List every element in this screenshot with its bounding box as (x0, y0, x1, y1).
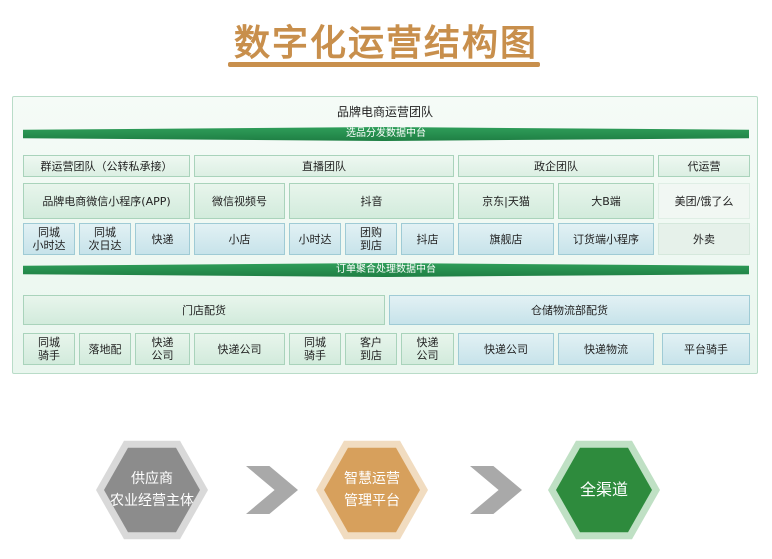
hex-platform-line1: 智慧运营 (344, 471, 400, 487)
fulfill-warehouse: 仓储物流部配货 (389, 295, 750, 325)
platform-wechat-channels: 微信视频号 (194, 183, 285, 219)
hex-supplier: 供应商 农业经营主体 (96, 440, 208, 540)
channel-takeout: 外卖 (658, 223, 750, 255)
team-live: 直播团队 (194, 155, 454, 177)
channel-douyin-store: 抖店 (401, 223, 454, 255)
team-group-ops: 群运营团队（公转私承接） (23, 155, 190, 177)
channel-flagship: 旗舰店 (458, 223, 554, 255)
chevron-right-icon (246, 466, 298, 514)
structure-panel: 品牌电商运营团队 选品分发数据中台 群运营团队（公转私承接） 直播团队 政企团队… (12, 96, 758, 374)
platform-wechat-miniapp: 品牌电商微信小程序(APP) (23, 183, 190, 219)
channel-express: 快递 (135, 223, 190, 255)
fulfill-express-logistics: 快递物流 (558, 333, 654, 365)
hex-platform-line2: 管理平台 (344, 493, 400, 509)
fulfill-express-company: 快递公司 (194, 333, 285, 365)
hex-platform: 智慧运营 管理平台 (316, 440, 428, 540)
channel-order-miniapp: 订货端小程序 (558, 223, 654, 255)
hex-omnichannel: 全渠道 (548, 440, 660, 540)
band-selection-platform: 选品分发数据中台 (23, 127, 749, 141)
fulfill-express-co-2: 快递 公司 (401, 333, 454, 365)
platform-big-b: 大B端 (558, 183, 654, 219)
fulfill-customer-pickup: 客户 到店 (345, 333, 397, 365)
fulfill-city-rider-2: 同城 骑手 (289, 333, 341, 365)
channel-city-nextday: 同城 次日达 (79, 223, 131, 255)
band-order-platform: 订单聚合处理数据中台 (23, 263, 749, 277)
fulfill-city-rider: 同城 骑手 (23, 333, 75, 365)
page-title: 数字化运营结构图 (233, 23, 538, 64)
hex-supplier-line1: 供应商 (131, 471, 173, 487)
fulfill-last-mile: 落地配 (79, 333, 131, 365)
fulfill-store: 门店配货 (23, 295, 385, 325)
team-agency: 代运营 (658, 155, 750, 177)
chevron-right-icon (470, 466, 522, 514)
channel-hour-delivery: 小时达 (289, 223, 341, 255)
fulfill-express-company-2: 快递公司 (458, 333, 554, 365)
channel-groupbuy: 团购 到店 (345, 223, 397, 255)
platform-meituan: 美团/饿了么 (658, 183, 750, 219)
panel-title: 品牌电商运营团队 (336, 105, 433, 119)
platform-jd-tmall: 京东|天猫 (458, 183, 554, 219)
channel-city-hour: 同城 小时达 (23, 223, 75, 255)
team-government: 政企团队 (458, 155, 654, 177)
hex-supplier-line2: 农业经营主体 (110, 493, 194, 509)
fulfill-express-co: 快递 公司 (135, 333, 190, 365)
hex-omnichannel-label: 全渠道 (579, 480, 628, 499)
platform-douyin: 抖音 (289, 183, 454, 219)
title-underline (228, 62, 540, 67)
fulfill-platform-rider: 平台骑手 (662, 333, 750, 365)
channel-shop: 小店 (194, 223, 285, 255)
